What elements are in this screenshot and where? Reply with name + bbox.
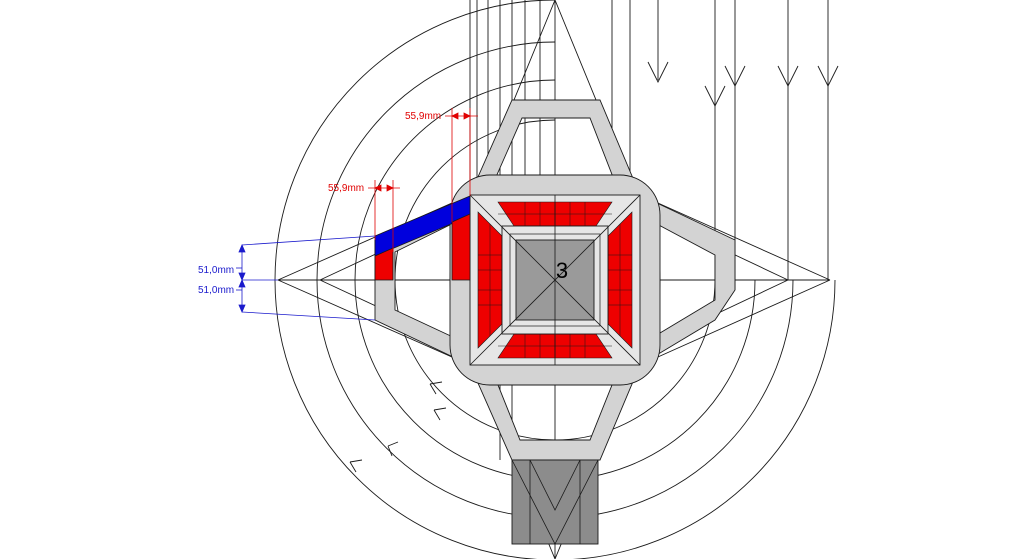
dim-lower [368,180,400,252]
red-piece-left-outer [374,247,394,281]
arc-arrow-2 [387,441,399,457]
arc-arrow-1 [349,459,363,473]
dim-lower-label: 55,9mm [328,183,364,194]
arc-4 [394,119,716,441]
arc-arrows [349,381,447,473]
down-arrow-4 [777,65,799,88]
center-label: 3 [556,258,568,283]
down-arrow-2 [704,85,726,108]
bottom-dark-block [511,459,599,545]
dim-blue-thickness [236,235,376,321]
arc-outer [274,0,836,559]
down-arrow-5 [817,65,839,88]
down-arrow-1 [647,61,669,84]
bottom-block-lines [511,459,599,545]
dim-upper-label: 55,9mm [405,111,441,122]
arc-3 [354,79,756,481]
arc-2 [316,41,794,519]
arc-arrow-3 [429,381,443,395]
center-diagonals [469,194,641,366]
dim-upper [445,108,478,222]
down-arrows [647,61,839,108]
red-piece-left-inner [451,213,471,281]
down-arrow-3 [724,65,746,88]
dim-bottom-thickness-label: 51,0mm [198,285,234,296]
arc-arrow-4 [433,407,447,421]
dim-top-thickness-label: 51,0mm [198,265,234,276]
